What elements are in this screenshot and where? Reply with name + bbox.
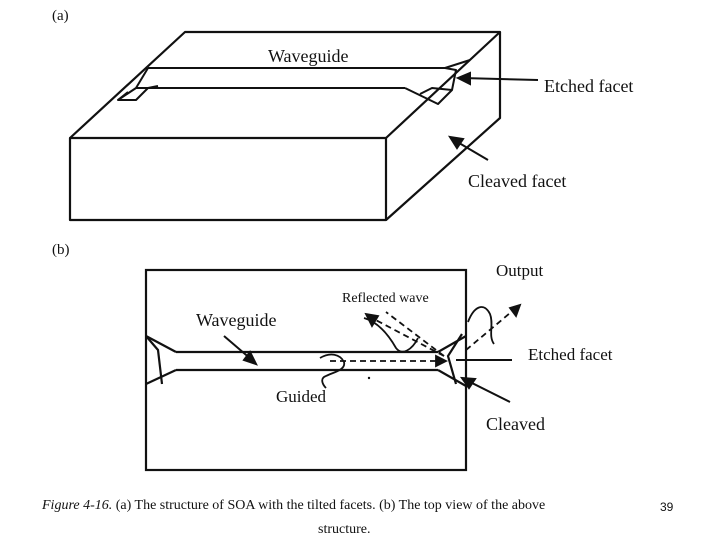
waveguide-ridge-3d <box>117 59 471 105</box>
slab-3d <box>68 30 502 222</box>
output-squiggle <box>467 306 495 345</box>
label-a-etched: Etched facet <box>544 76 633 96</box>
arrow-b-cleaved <box>465 379 511 403</box>
chip-outline <box>144 268 468 472</box>
arrow-b-waveguide-head <box>242 350 258 366</box>
left-etched-facet <box>117 67 159 101</box>
caption-line-1: (a) The structure of SOA with the tilted… <box>112 498 546 513</box>
ridge-side-line <box>444 59 471 69</box>
right-etched-facet <box>404 67 457 105</box>
arrow-a-etched <box>461 77 539 81</box>
left-facet-edge <box>117 91 129 101</box>
reflected-squiggle <box>363 317 419 353</box>
label-b-cleaved: Cleaved <box>486 414 545 434</box>
reflected-wave-dashed-2 <box>385 311 445 357</box>
arrow-a-cleaved-head <box>447 135 465 150</box>
label-b-waveguide: Waveguide <box>196 310 277 330</box>
slab-right-face <box>385 32 502 221</box>
chip-top-view <box>144 268 468 472</box>
label-b-etched: Etched facet <box>528 345 613 364</box>
figure-label: Figure 4-16. <box>42 498 113 513</box>
slab-front-face <box>68 136 388 222</box>
waves <box>319 303 522 389</box>
label-b-output: Output <box>496 261 544 280</box>
speck <box>367 376 371 380</box>
arrow-b-cleaved-head <box>459 376 477 390</box>
guided-squiggle <box>319 353 346 389</box>
arrow-a-etched-head <box>455 71 471 86</box>
right-facet-inner <box>419 87 453 95</box>
slab-top-face <box>69 30 502 139</box>
label-a-cleaved: Cleaved facet <box>468 171 566 191</box>
reflected-wave-dashed <box>371 317 445 357</box>
output-wave-head <box>508 303 522 318</box>
panel-b-tag: (b) <box>52 242 70 258</box>
label-a-waveguide: Waveguide <box>268 46 349 66</box>
caption-line-2: structure. <box>318 522 371 537</box>
label-b-reflected: Reflected wave <box>342 291 429 306</box>
page-number: 39 <box>660 500 674 514</box>
panel-a-tag: (a) <box>52 8 69 24</box>
right-taper-top <box>437 335 467 353</box>
right-etched-facet-b <box>446 333 463 385</box>
right-taper-bottom <box>437 369 467 387</box>
left-etched-facet-b <box>145 335 164 385</box>
left-taper-top <box>145 335 177 353</box>
label-b-guided: Guided <box>276 387 327 406</box>
figure-caption: Figure 4-16. (a) The structure of SOA wi… <box>42 498 662 514</box>
guided-wave-head <box>435 354 449 368</box>
